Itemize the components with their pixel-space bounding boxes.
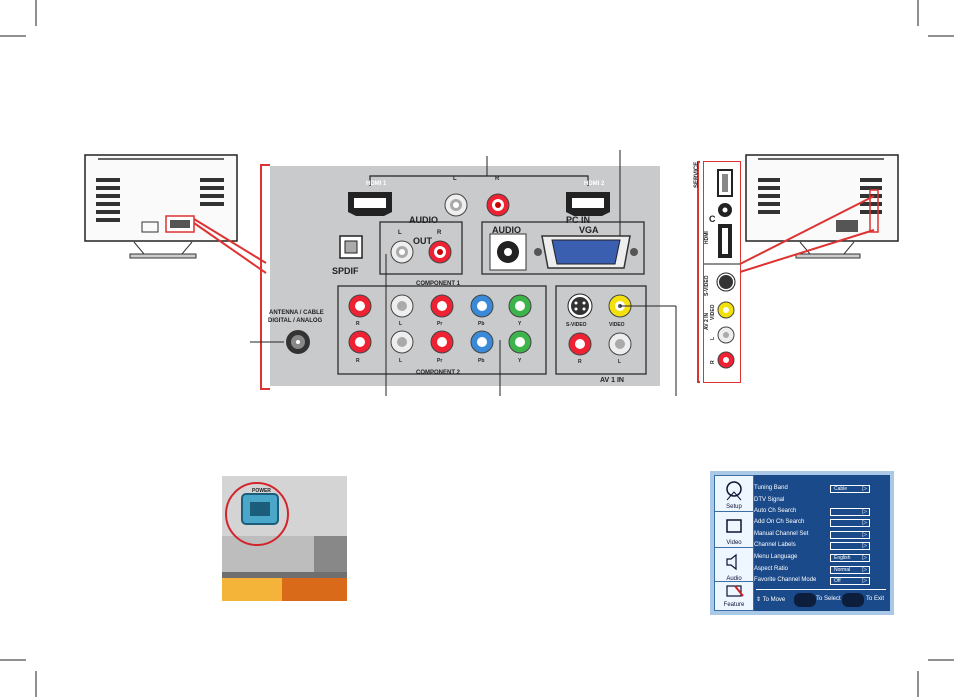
side-hdmi-label: HDMI (704, 231, 710, 244)
menu-value-aspect-ratio[interactable]: Normal▷ (830, 566, 870, 574)
menu-value-auto-ch-search[interactable]: ▷ (830, 508, 870, 516)
comp1-l-label: L (399, 321, 403, 327)
audio-out-label: OUT (413, 236, 432, 246)
tv-back-thumbnail-right (745, 154, 899, 259)
arrow-right-icon: ▷ (862, 555, 867, 561)
video-icon (726, 519, 742, 533)
menu-value-tuning-band[interactable]: Cable▷ (830, 485, 870, 493)
menu-tab-feature[interactable]: Feature (714, 581, 754, 611)
zoom-lines-right (739, 195, 875, 273)
hdmi1-label: HDMI 1 (366, 181, 387, 187)
menu-footer-divider (756, 589, 886, 590)
comp2-pr-label: Pr (437, 358, 443, 364)
antenna-label-line1: ANTENNA / CABLE (269, 310, 324, 316)
menu-value-add-on-ch-search[interactable]: ▷ (830, 519, 870, 527)
vga-label: VGA (579, 225, 599, 235)
panel-leader-lines (250, 150, 677, 396)
pc-in-header: PC IN (566, 215, 591, 225)
av1-l-label: L (618, 359, 622, 365)
menu-tab-video[interactable]: Video (714, 511, 754, 549)
menu-value-manual-channel-set[interactable]: ▷ (830, 531, 870, 539)
comp2-l-label: L (399, 358, 403, 364)
component1-label: COMPONENT 1 (416, 281, 461, 287)
audio-out-l-label: L (398, 230, 402, 236)
arrow-right-icon: ▷ (862, 532, 867, 538)
av1-r-label: R (578, 359, 582, 365)
antenna-label-line2: DIGITAL / ANALOG (268, 318, 323, 324)
comp1-pb-label: Pb (478, 321, 485, 327)
spdif-label: SPDIF (332, 266, 359, 276)
panel-bracket-left (260, 164, 270, 390)
hdmi2-label: HDMI 2 (584, 181, 605, 187)
audio-out-r-label: R (437, 230, 442, 236)
footer-select-text: To Select (816, 596, 841, 602)
side-connector-panel (697, 161, 741, 383)
comp2-r-label: R (356, 358, 360, 364)
menu-tab-audio[interactable]: Audio (714, 547, 754, 585)
av1-svideo-label: S-VIDEO (566, 322, 587, 328)
select-button-graphic (794, 593, 816, 607)
arrow-right-icon: ▷ (862, 486, 867, 492)
comp1-r-label: R (356, 321, 360, 327)
side-service-label: SERVICE (694, 161, 700, 188)
audio-header: AUDIO (409, 215, 438, 225)
menu-value-menu-language[interactable]: English▷ (830, 554, 870, 562)
pc-audio-label: AUDIO (492, 225, 521, 235)
input-r-label: R (495, 176, 500, 182)
menu-item-auto-ch-search[interactable]: Auto Ch Search (754, 508, 797, 514)
menu-item-channel-labels[interactable]: Channel Labels (754, 542, 796, 548)
component2-label: COMPONENT 2 (416, 370, 461, 376)
menu-tab-setup[interactable]: Setup (714, 475, 754, 513)
speaker-icon (726, 553, 737, 571)
side-r-label: R (710, 360, 716, 364)
osd-menu: Setup Video Audio Feature Tuning Band Ca… (710, 471, 894, 615)
updown-arrow-icon: ⇕ (756, 597, 762, 603)
av1-video-label: VIDEO (609, 322, 625, 328)
arrow-right-icon: ▷ (862, 543, 867, 549)
side-c-label: C (709, 214, 716, 224)
menu-item-menu-language[interactable]: Menu Language (754, 554, 798, 560)
footer-move-text: ⇕ To Move (756, 597, 786, 603)
side-video-label: VIDEO (710, 304, 716, 320)
menu-item-add-on-ch-search[interactable]: Add On Ch Search (754, 519, 805, 525)
zoom-lines-left (193, 218, 267, 274)
av1-in-label: AV 1 IN (600, 377, 624, 384)
feature-icon (726, 585, 744, 597)
menu-item-aspect-ratio[interactable]: Aspect Ratio (754, 566, 789, 572)
input-l-label: L (453, 176, 457, 182)
exit-button-graphic (842, 593, 864, 607)
footer-exit-text: To Exit (866, 596, 885, 602)
comp2-y-label: Y (518, 358, 522, 364)
tv-back-thumbnail-left (84, 154, 238, 259)
power-label: POWER (252, 488, 271, 494)
comp1-pr-label: Pr (437, 321, 443, 327)
menu-item-tuning-band[interactable]: Tuning Band (754, 485, 788, 491)
menu-value-channel-labels[interactable]: ▷ (830, 542, 870, 550)
arrow-right-icon: ▷ (862, 520, 867, 526)
arrow-right-icon: ▷ (862, 567, 867, 573)
setup-icon (726, 481, 742, 501)
menu-value-favorite-channel-mode[interactable]: Off▷ (830, 577, 870, 585)
menu-item-favorite-channel-mode[interactable]: Favorite Channel Mode (754, 577, 817, 583)
comp1-y-label: Y (518, 321, 522, 327)
menu-item-dtv-signal[interactable]: DTV Signal (754, 497, 785, 503)
side-svideo-label: S-VIDEO (704, 275, 710, 296)
side-l-label: L (710, 336, 716, 340)
power-photo: POWER (222, 476, 347, 601)
comp2-pb-label: Pb (478, 358, 485, 364)
menu-item-manual-channel-set[interactable]: Manual Channel Set (754, 531, 809, 537)
arrow-right-icon: ▷ (862, 509, 867, 515)
arrow-right-icon: ▷ (862, 578, 867, 584)
